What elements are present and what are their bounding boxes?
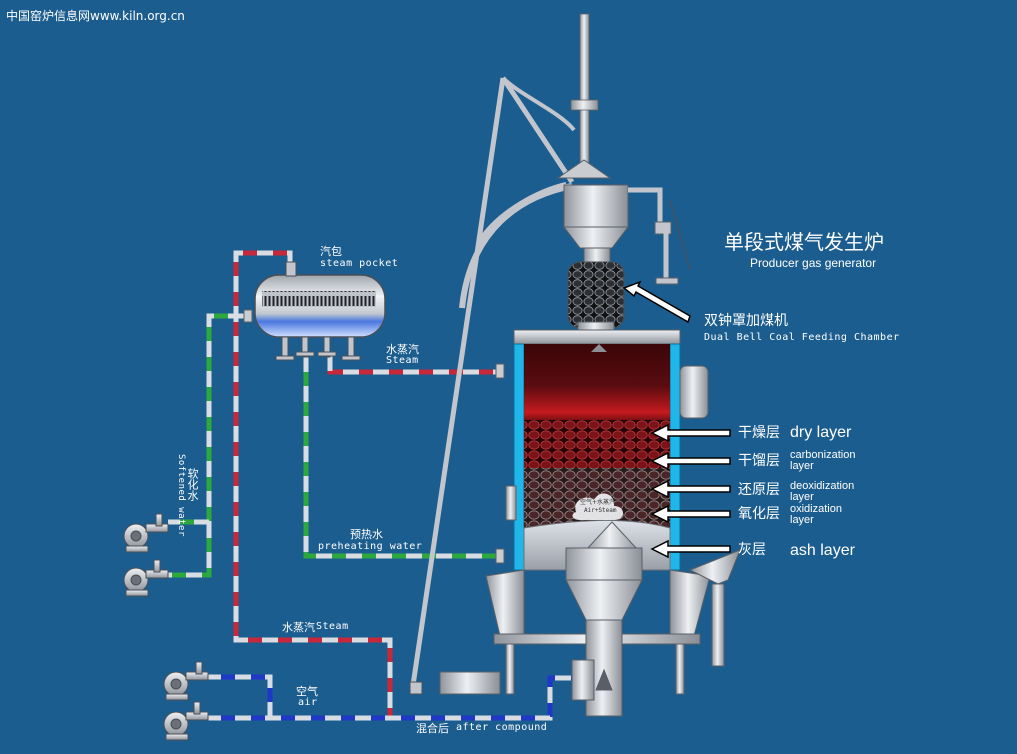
arrow-icon (650, 479, 731, 499)
coal-hoist (409, 76, 576, 695)
layer-label-zh: 干燥层 (738, 425, 780, 441)
feeder-label-en: Dual Bell Coal Feeding Chamber (704, 332, 900, 343)
steam-pocket-label-en: steam pocket (320, 258, 399, 269)
air-steam-tag-en: Air+Steam (584, 507, 617, 514)
layer-label-zh: 氧化层 (738, 506, 780, 522)
layer-label-zh: 灰层 (738, 542, 766, 558)
steam-label-en: Steam (386, 355, 419, 366)
valve-icon (243, 309, 505, 564)
arrow-icon (650, 423, 731, 443)
layer-label-en: oxidization (790, 503, 842, 515)
layer-label-en: layer (790, 491, 814, 503)
softened-water-label-zh: 软化水 (186, 468, 199, 501)
diagram-subtitle: Producer gas generator (750, 256, 877, 270)
feeder-label-zh: 双钟罩加煤机 (704, 313, 788, 329)
steam-drum (254, 261, 386, 361)
steam-bottom-label-zh: 水蒸汽 (282, 621, 315, 634)
piping (168, 250, 572, 721)
gasifier-base (439, 521, 741, 717)
pump-icon (123, 559, 169, 597)
air-steam-cloud (572, 493, 623, 520)
steam-label-zh: 水蒸汽 (386, 343, 419, 356)
diagram-title: 单段式煤气发生炉 (724, 230, 884, 254)
layer-label-en: ash layer (790, 542, 855, 559)
arrow-icon (622, 280, 691, 324)
after-compound-label-en: after compound (456, 722, 548, 733)
arrow-icon (650, 504, 731, 524)
air-steam-tag-zh: 空气+水蒸汽 (580, 499, 616, 506)
steam-pocket-label-zh: 汽包 (320, 245, 342, 258)
vent-stack (556, 13, 612, 179)
layer-label-en: carbonization (790, 449, 856, 461)
steam-bottom-label-en: Steam (316, 621, 349, 632)
pump-icon (163, 701, 209, 741)
pump-icon (163, 661, 209, 701)
air-label-en: air (298, 697, 318, 708)
pump-icon (123, 513, 169, 553)
preheating-water-label-zh: 预热水 (350, 528, 383, 541)
pointer-arrows (622, 280, 731, 559)
coal-feeder (562, 184, 691, 337)
layer-label-en: dry layer (790, 424, 852, 441)
layer-label-zh: 还原层 (738, 482, 780, 498)
preheating-water-label-en: preheating water (318, 541, 423, 552)
arrow-icon (650, 451, 731, 471)
softened-water-label-en: Softened water (176, 454, 186, 537)
gasifier-body (505, 329, 709, 571)
layer-label-en: deoxidization (790, 480, 855, 492)
arrow-icon (650, 539, 731, 559)
layer-label-zh: 干馏层 (738, 453, 780, 469)
after-compound-label-zh: 混合后 (416, 722, 449, 735)
watermark: 中国窑炉信息网www.kiln.org.cn (6, 9, 185, 23)
air-label-zh: 空气 (296, 685, 318, 698)
softened-water-pipe (168, 313, 244, 578)
preheating-water-pipe (303, 356, 500, 559)
pumps (123, 513, 209, 741)
layer-label-en: layer (790, 460, 814, 472)
layer-label-en: layer (790, 514, 814, 526)
